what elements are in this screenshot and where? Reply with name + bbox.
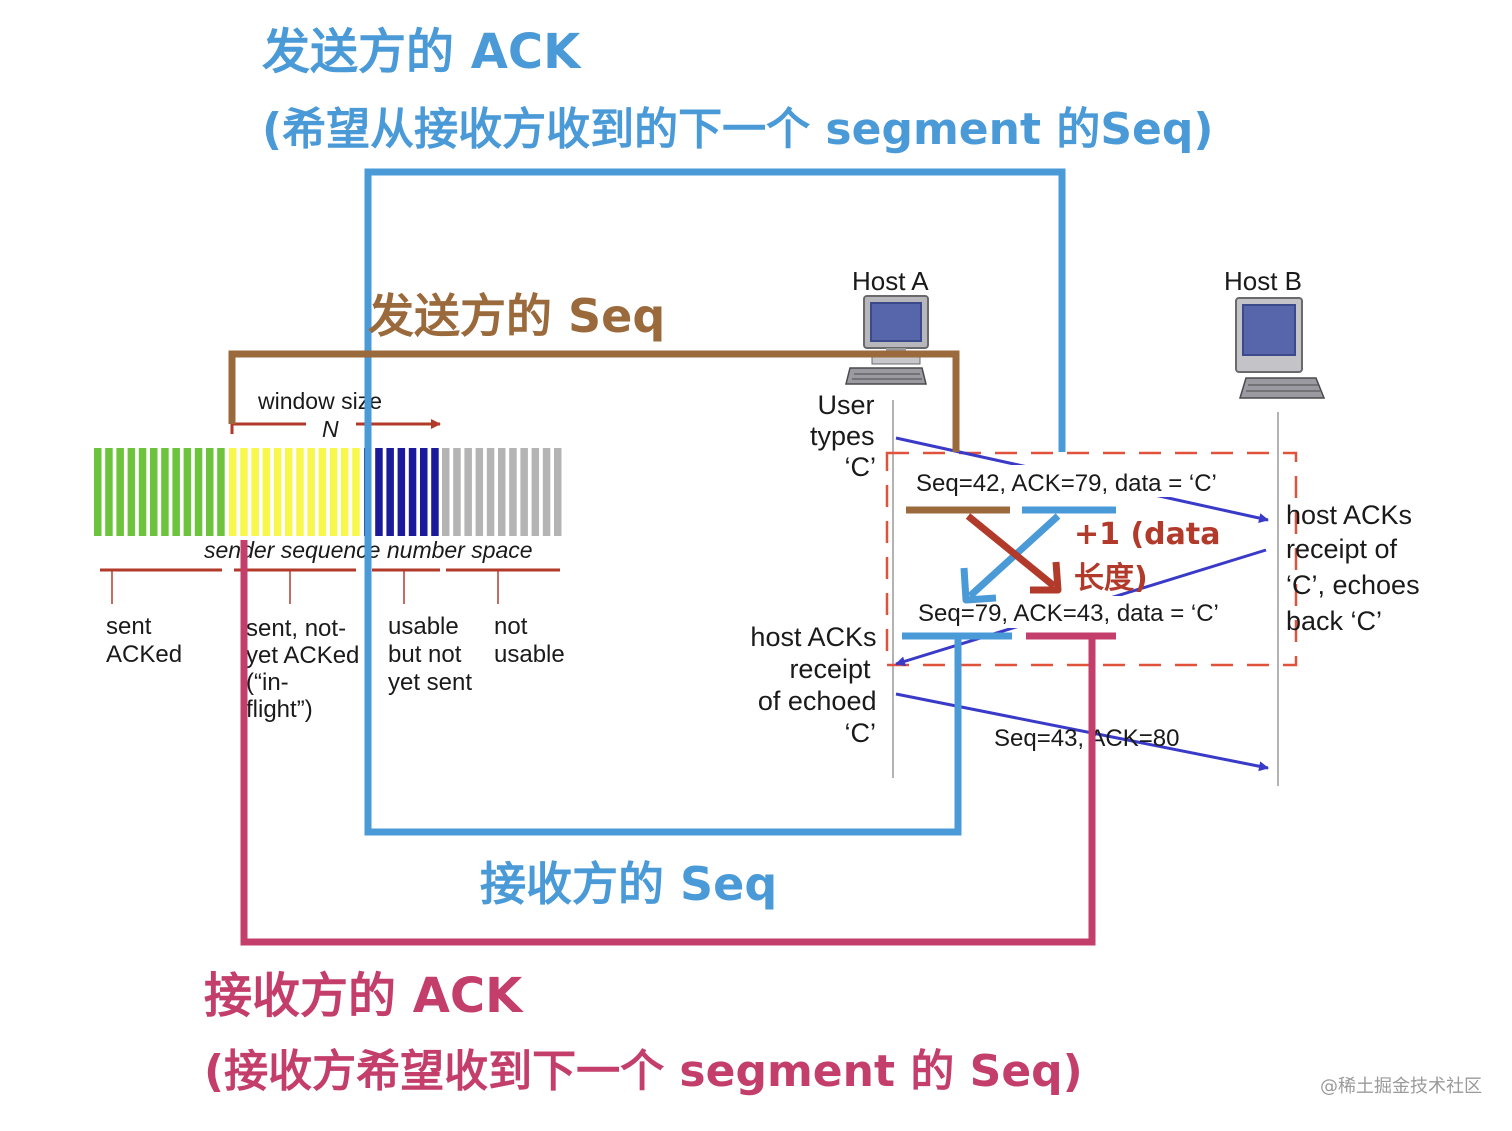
sequence-slot bbox=[464, 448, 472, 536]
host-a-label: Host A bbox=[852, 266, 929, 296]
receiver-ack-connector bbox=[240, 540, 1096, 946]
sequence-slot bbox=[296, 448, 304, 536]
sequence-slot bbox=[486, 448, 495, 536]
sender-ack-title: 发送方的 ACK bbox=[262, 24, 582, 80]
sender-seq-title: 发送方的 Seq bbox=[368, 289, 665, 343]
sequence-slot bbox=[386, 448, 394, 536]
sequence-slot bbox=[194, 448, 203, 536]
sequence-slot bbox=[329, 448, 338, 536]
host-b-ack-note: host ACKs receipt of ‘C’, echoes back ‘C… bbox=[1286, 500, 1427, 636]
sequence-slot bbox=[285, 448, 293, 536]
sequence-slot bbox=[531, 448, 540, 536]
window-size-label: window size bbox=[257, 388, 382, 414]
sequence-slot bbox=[498, 448, 506, 536]
sequence-slot bbox=[206, 448, 214, 536]
sequence-slot bbox=[375, 448, 383, 536]
sequence-slot bbox=[251, 448, 259, 536]
sequence-slot bbox=[442, 448, 450, 536]
host-a-ack-note: host ACKs receipt of echoed ‘C’ bbox=[750, 622, 884, 748]
receiver-seq-title: 接收方的 Seq bbox=[480, 857, 777, 911]
receiver-ack-subtitle: (接收方希望收到下一个 segment 的 Seq) bbox=[204, 1046, 1083, 1097]
sequence-slot bbox=[420, 448, 428, 536]
sequence-slot bbox=[307, 448, 315, 536]
sequence-slot bbox=[127, 448, 136, 536]
sequence-slot bbox=[408, 448, 417, 536]
sequence-slot bbox=[240, 448, 248, 536]
category-usable: usable but not yet sent bbox=[388, 613, 472, 696]
plus-one-data-length-label: +1 (data 长度) bbox=[1074, 517, 1231, 596]
host-b-label: Host B bbox=[1224, 266, 1302, 296]
user-types-label: User types ‘C’ bbox=[810, 390, 882, 482]
sequence-slot bbox=[431, 448, 439, 536]
watermark: @稀土掘金技术社区 bbox=[1320, 1076, 1482, 1097]
sequence-slot bbox=[509, 448, 517, 536]
message-1-bg bbox=[906, 465, 1254, 497]
sender-ack-subtitle: (希望从接收方收到的下一个 segment 的Seq) bbox=[262, 104, 1213, 155]
sequence-slot bbox=[116, 448, 124, 536]
sequence-slot bbox=[475, 448, 484, 536]
sequence-slot bbox=[453, 448, 461, 536]
category-in-flight: sent, not- yet ACKed (“in- flight”) bbox=[246, 615, 366, 723]
window-size-bracket: window size N bbox=[230, 388, 441, 442]
sequence-slot bbox=[397, 448, 406, 536]
sequence-slot bbox=[138, 448, 147, 536]
sequence-slot bbox=[94, 448, 102, 536]
sender-seq-connector bbox=[228, 350, 960, 452]
receiver-seq-connector bbox=[364, 540, 962, 836]
sequence-slot bbox=[352, 448, 360, 536]
exchange-highlight-box bbox=[885, 451, 1298, 667]
seq-plus-one-arrow bbox=[965, 513, 1062, 594]
receiver-ack-title: 接收方的 ACK bbox=[204, 968, 524, 1024]
sequence-slot bbox=[217, 448, 225, 536]
sequence-slot bbox=[341, 448, 349, 536]
message-2-label: Seq=79, ACK=43, data = ‘C’ bbox=[918, 600, 1219, 627]
sequence-slot bbox=[520, 448, 528, 536]
sequence-slot bbox=[150, 448, 158, 536]
sequence-slot bbox=[183, 448, 192, 536]
sequence-slot bbox=[273, 448, 282, 536]
sequence-slot bbox=[229, 448, 237, 536]
window-n-label: N bbox=[322, 416, 339, 442]
message-1-label: Seq=42, ACK=79, data = ‘C’ bbox=[916, 470, 1217, 497]
category-not-usable: not usable bbox=[494, 613, 565, 668]
sequence-number-space bbox=[94, 448, 562, 536]
host-a-computer-icon bbox=[845, 295, 929, 385]
sequence-slot bbox=[262, 448, 271, 536]
sequence-slot bbox=[172, 448, 180, 536]
category-rulers bbox=[100, 568, 560, 604]
category-sent-acked: sent ACKed bbox=[106, 613, 182, 668]
sequence-slot bbox=[542, 448, 551, 536]
sequence-slot bbox=[318, 448, 327, 536]
sequence-slot bbox=[554, 448, 562, 536]
sequence-slot bbox=[161, 448, 169, 536]
sequence-slot bbox=[105, 448, 113, 536]
message-3-label: Seq=43, ACK=80 bbox=[994, 725, 1179, 752]
host-b-computer-icon bbox=[1235, 297, 1326, 399]
